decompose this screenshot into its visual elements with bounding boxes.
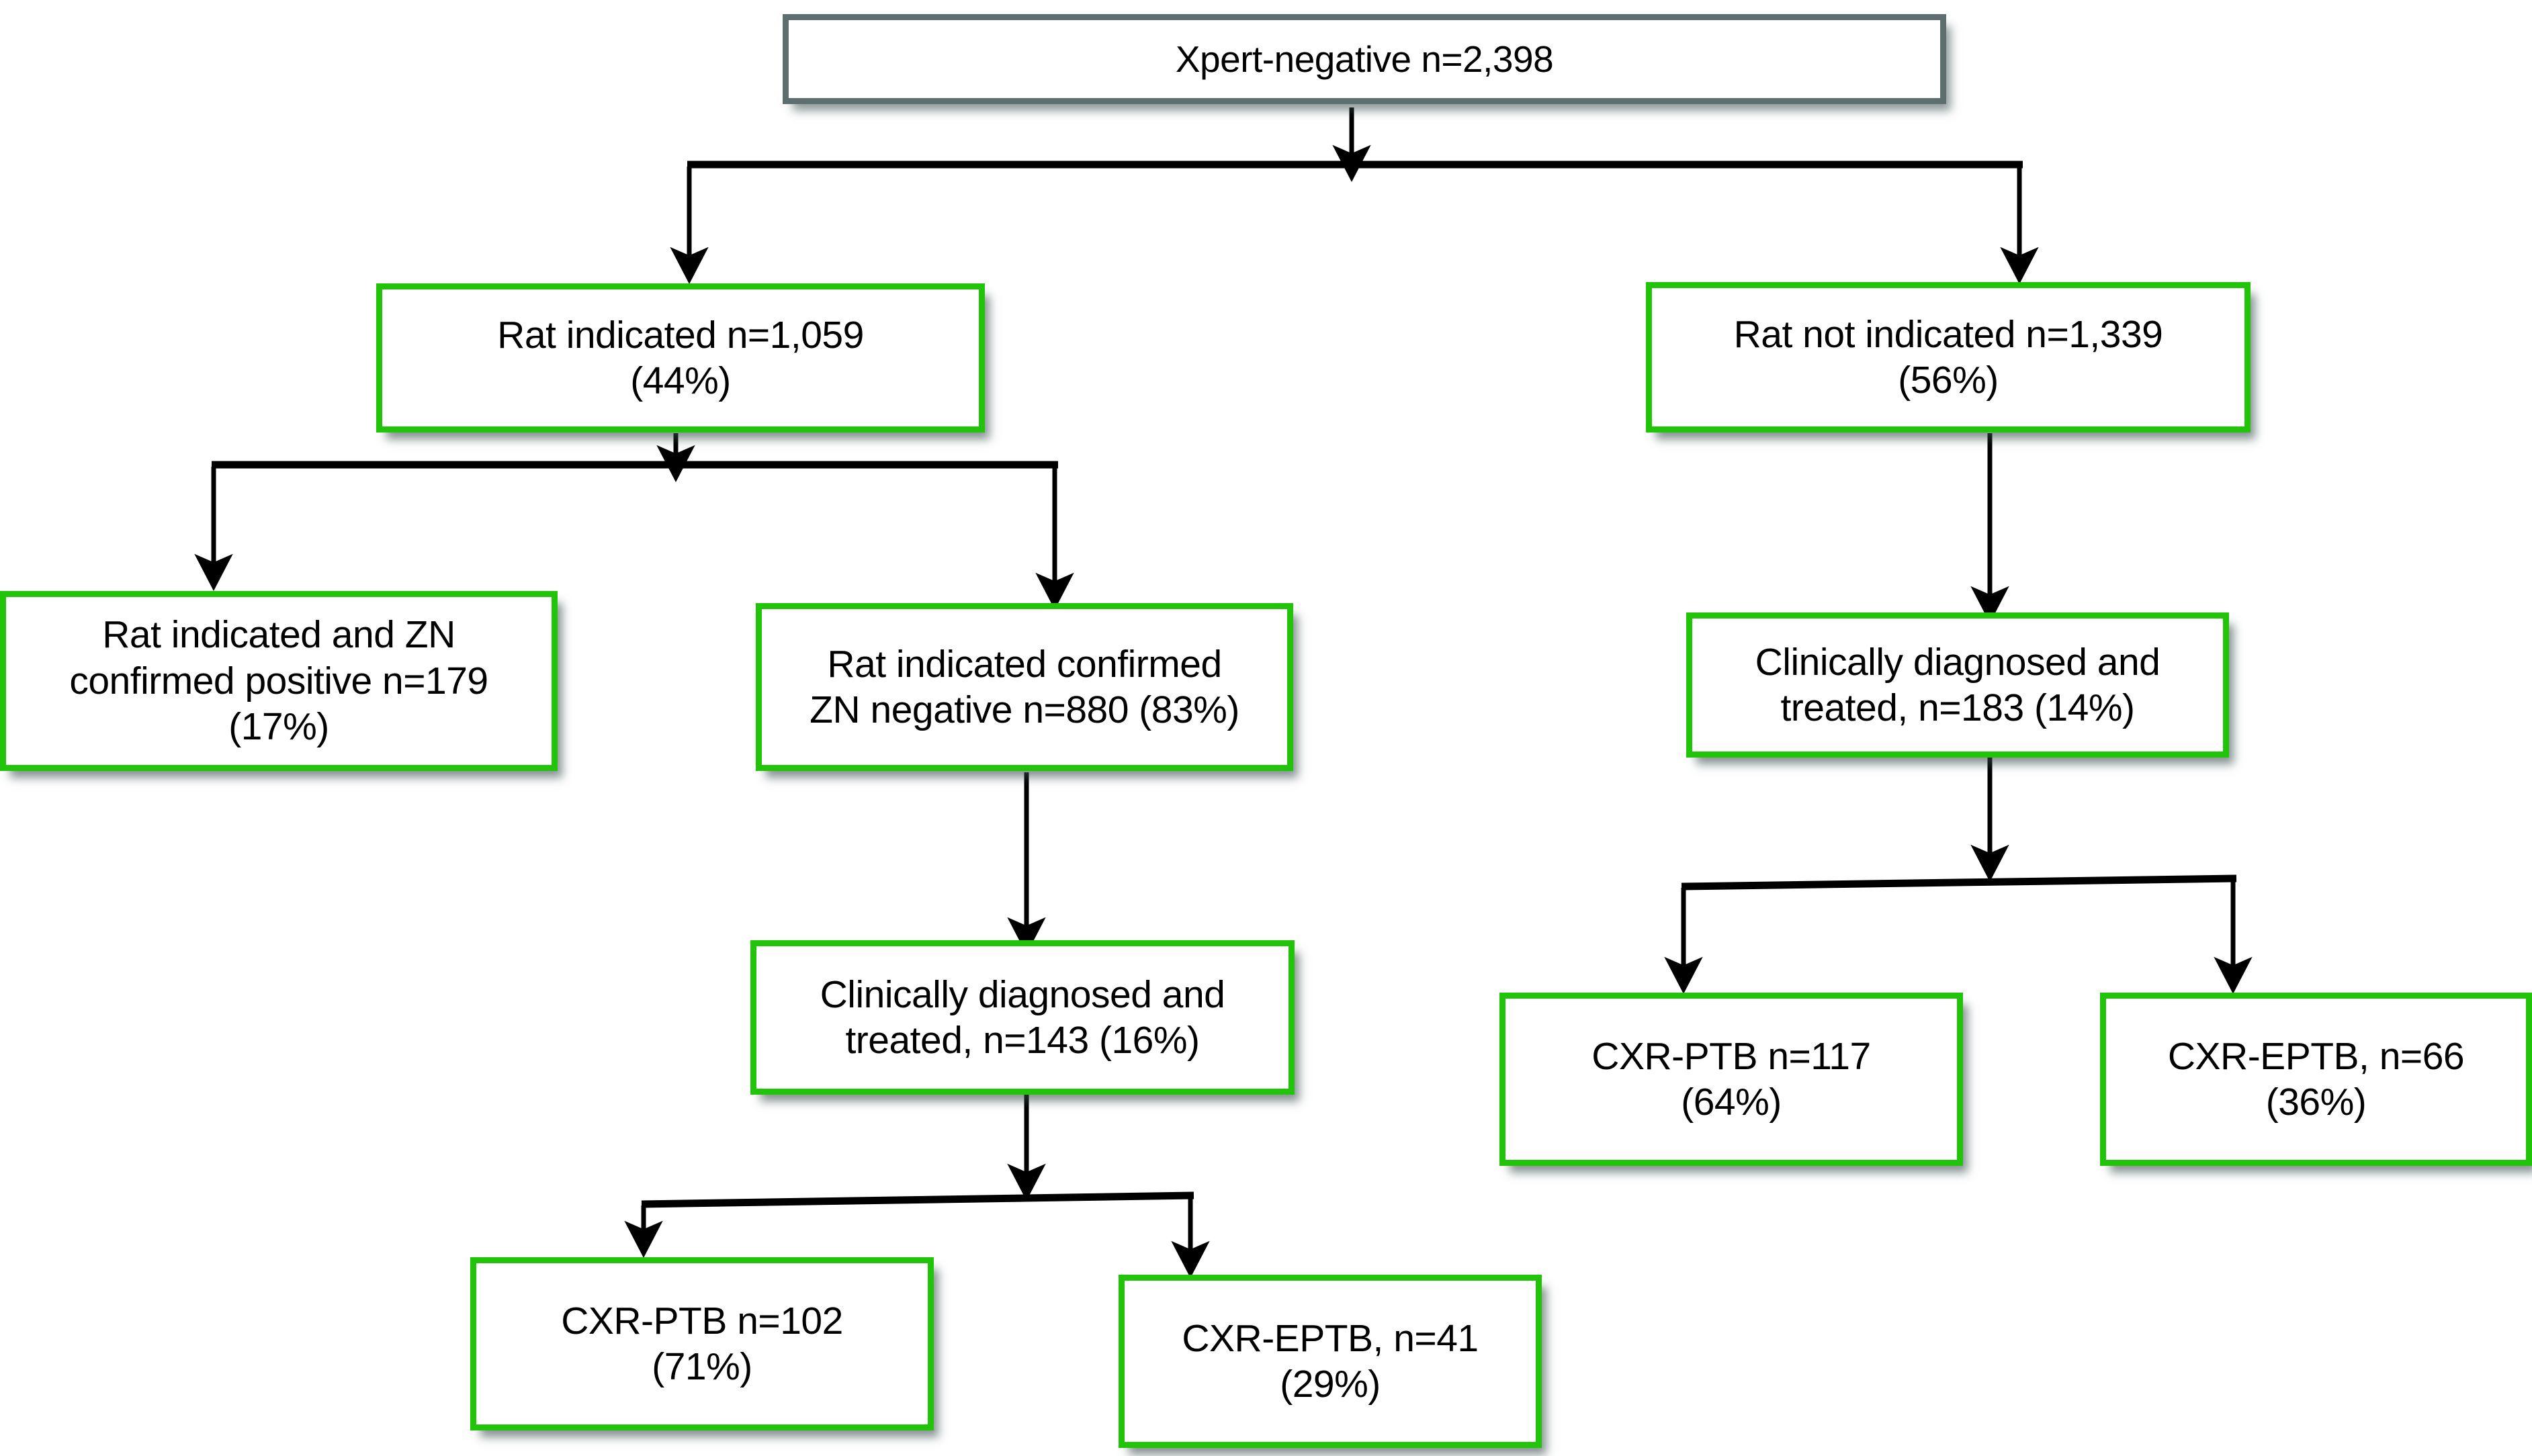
node-rat-indicated[interactable]: Rat indicated n=1,059 (44%) <box>376 283 985 433</box>
node-rat-indicated-zn-positive[interactable]: Rat indicated and ZN confirmed positive … <box>0 591 558 771</box>
node-label: Clinically diagnosed and treated, n=143 … <box>820 972 1225 1062</box>
node-label: Rat indicated n=1,059 (44%) <box>497 313 864 402</box>
node-label: Xpert-negative n=2,398 <box>1175 38 1554 80</box>
node-label: Rat indicated and ZN confirmed positive … <box>69 613 488 749</box>
node-cxr-eptb-66[interactable]: CXR-EPTB, n=66 (36%) <box>2100 993 2532 1166</box>
edge-clin143-to-split <box>624 1095 1210 1279</box>
node-label: Rat not indicated n=1,339 (56%) <box>1733 312 2163 402</box>
node-label: Rat indicated confirmed ZN negative n=88… <box>810 642 1239 731</box>
node-rat-indicated-zn-negative[interactable]: Rat indicated confirmed ZN negative n=88… <box>756 603 1293 771</box>
node-cxr-ptb-117[interactable]: CXR-PTB n=117 (64%) <box>1499 993 1963 1166</box>
node-clinically-diagnosed-143[interactable]: Clinically diagnosed and treated, n=143 … <box>750 940 1295 1095</box>
edge-root-to-split <box>670 107 2039 285</box>
node-xpert-negative[interactable]: Xpert-negative n=2,398 <box>783 14 1946 104</box>
node-cxr-ptb-102[interactable]: CXR-PTB n=102 (71%) <box>470 1257 934 1430</box>
node-label: Clinically diagnosed and treated, n=183 … <box>1755 640 2160 729</box>
node-rat-not-indicated[interactable]: Rat not indicated n=1,339 (56%) <box>1646 282 2251 433</box>
edge-clin183-to-split <box>1664 758 2253 995</box>
edge-ratindicated-to-split <box>194 433 1074 610</box>
node-label: CXR-EPTB, n=41 (29%) <box>1182 1316 1479 1406</box>
node-clinically-diagnosed-183[interactable]: Clinically diagnosed and treated, n=183 … <box>1686 612 2229 758</box>
node-cxr-eptb-41[interactable]: CXR-EPTB, n=41 (29%) <box>1119 1275 1542 1448</box>
node-label: CXR-PTB n=102 (71%) <box>561 1299 843 1388</box>
node-label: CXR-EPTB, n=66 (36%) <box>2167 1034 2465 1124</box>
node-label: CXR-PTB n=117 (64%) <box>1591 1034 1871 1124</box>
